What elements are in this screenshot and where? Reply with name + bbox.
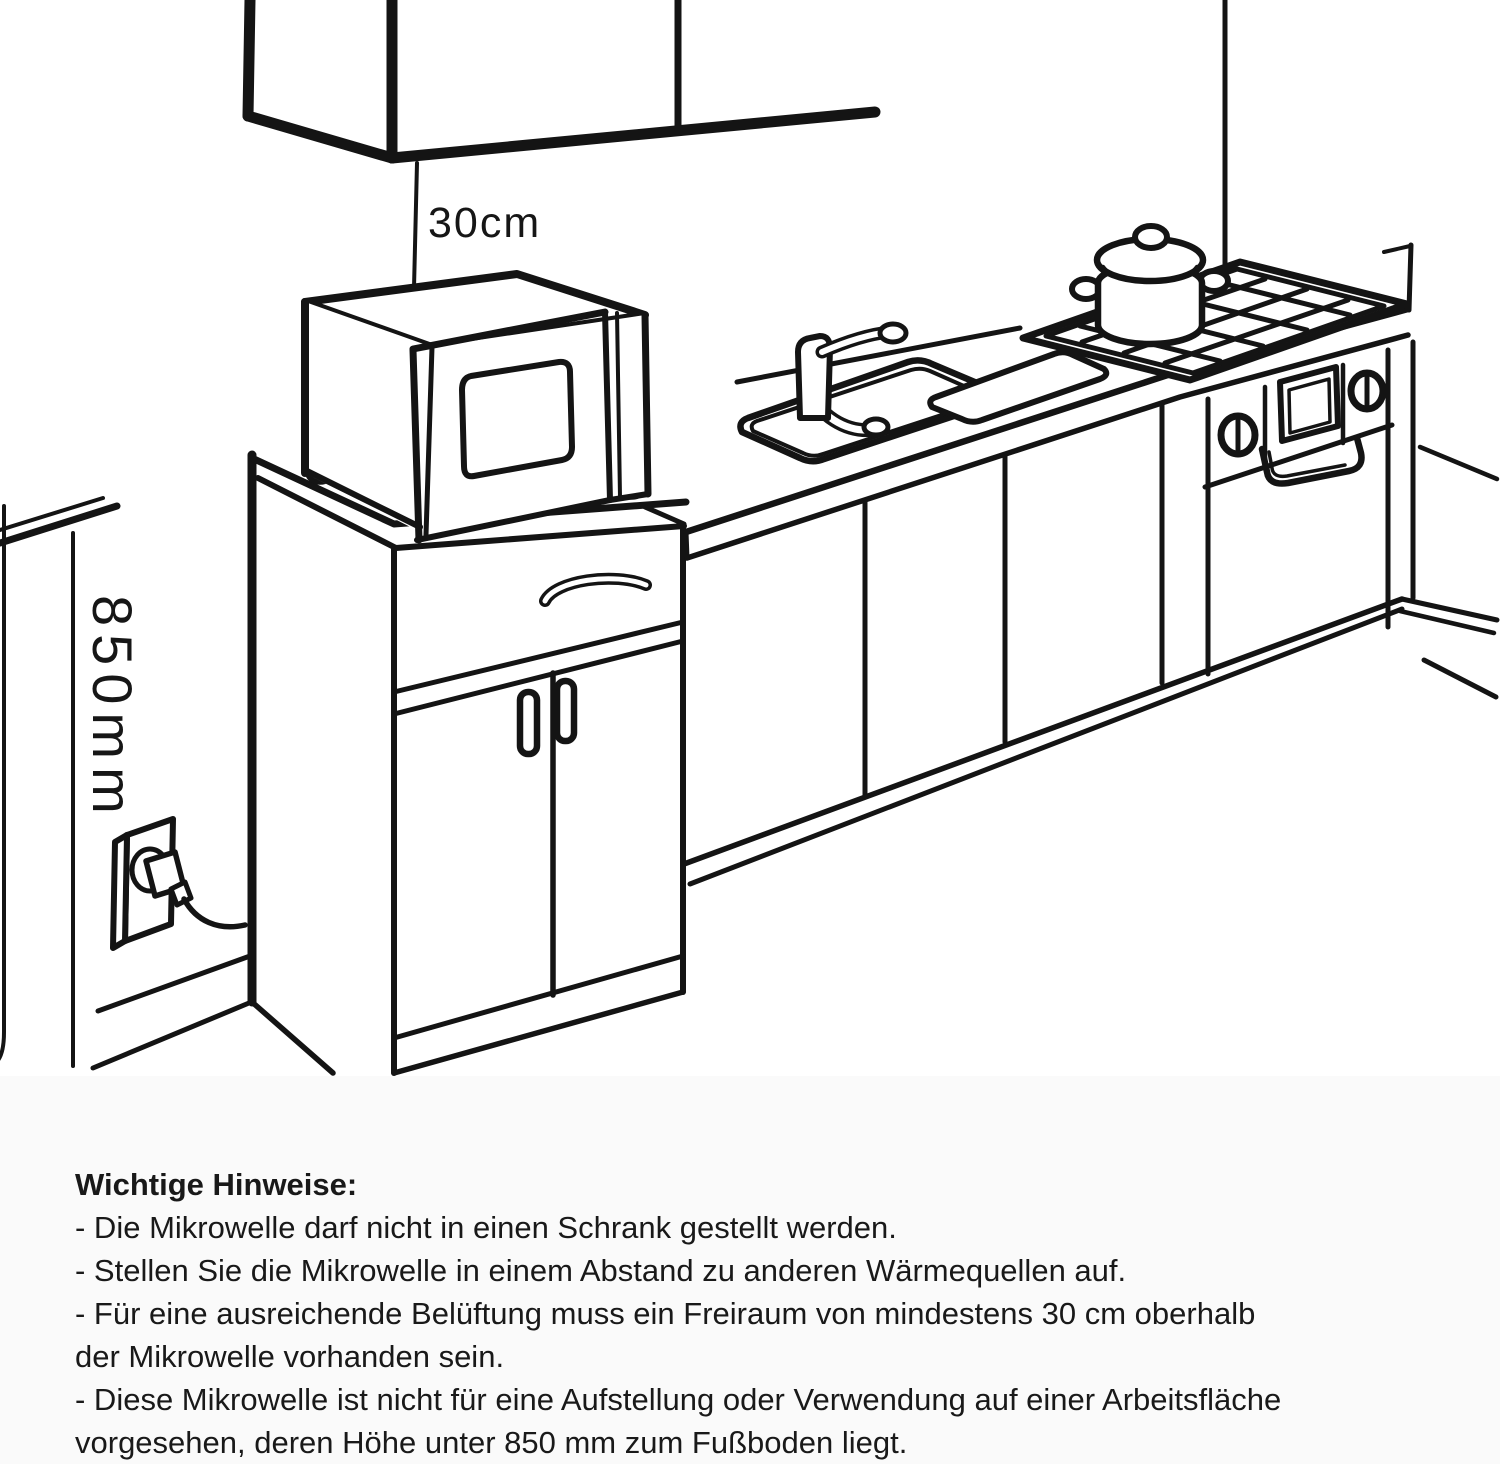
oven-window [1277,364,1341,444]
oven-handle [1258,434,1365,487]
right-door-handle [553,677,578,745]
countertop-left-end [683,529,690,561]
note-line: - Diese Mikrowelle ist nicht für eine Au… [75,1382,1282,1418]
notes-heading: Wichtige Hinweise: [75,1167,358,1202]
microwave-front-volume [426,315,648,535]
door-bottom-edge [414,497,613,543]
dimension-850mm-tick-thick [0,502,121,547]
pot-lid-knob [1132,223,1170,251]
plinth-top-edge [681,596,1405,867]
note-line: - Die Mikrowelle darf nicht in einen Sch… [75,1210,897,1246]
right-floor-edge-line [1421,657,1499,700]
base-cabinet [248,454,690,1076]
upper-cabinet-bottom-edge [386,106,881,164]
plinth-bottom-edge [687,606,1405,887]
drawer-handle-inner [542,576,649,604]
microwave-right-edge [641,311,652,498]
faucet-lever-tip [877,321,909,345]
dimension-30cm-line [412,161,419,290]
power-cord [181,896,248,930]
kitchen-line-drawing: 30cm 850mm [0,0,1500,1076]
doors-top-edge [391,638,686,717]
dimension-30cm-label: 30cm [428,199,541,247]
microwave-left-face [305,302,432,535]
cooking-pot [1069,223,1231,348]
drawer-bottom-edge [391,619,686,695]
floor-line-right-a [1399,596,1500,623]
pot-lid-rim [1100,264,1200,283]
upper-cabinets [242,0,881,164]
faucet-spout-tip [861,416,891,438]
countertop-right-corner-edge [1406,242,1414,313]
base-cabinet-bottom-edge [391,989,686,1076]
microwave-bottom-left-edge [302,467,423,530]
microwave-bottom-right-edge [607,491,651,503]
left-door-handle [516,688,541,758]
base-cabinet-top-edge [248,454,690,528]
left-wall-edge-line [0,504,6,1061]
burner-knob-icon [1347,369,1387,413]
door-top-edge [409,308,609,353]
control-strip-line [615,311,622,499]
control-unit [1202,362,1395,677]
dimension-850mm-tick-thin [0,496,105,532]
right-wall-floor-line [1417,444,1500,482]
lower-background-band [0,1076,1500,1464]
note-line: - Für eine ausreichende Belüftung muss e… [75,1296,1256,1332]
floor-seam-line [249,999,336,1076]
dimension-850mm-label: 850mm [81,595,144,822]
floor-line-right-b [1397,608,1497,636]
notes-block: Wichtige Hinweise: - Die Mikrowelle darf… [75,1163,1467,1464]
power-outlet [110,816,248,951]
counter-back-edge [734,325,1023,385]
note-line: vorgesehen, deren Höhe unter 850 mm zum … [75,1425,908,1461]
door-left-edge [409,346,423,544]
oven-handle-inner [1267,450,1347,479]
drainboard [927,349,1110,425]
sink-area [737,321,1110,465]
baseboard-floor-line [90,1000,252,1071]
microwave [301,270,652,544]
base-cabinet-slab-side-edge [642,504,687,527]
walls-and-floor [0,0,1500,1076]
door-window [459,358,575,480]
dimension-30cm: 30cm [412,161,541,290]
baseboard-top-line [95,953,253,1014]
counter-back-edge-right [1382,244,1412,254]
oven-window-inner [1287,377,1332,435]
dimension-850mm: 850mm [0,496,144,1068]
burner-knob-icon [1217,412,1259,458]
doors-bottom-edge [391,953,686,1041]
outlet-plate-side [110,832,130,951]
microwave-front-corner-edge [423,344,435,538]
control-panel-bottom-edge [1202,422,1395,490]
note-line: - Stellen Sie die Mikrowelle in einem Ab… [75,1253,1127,1289]
upper-cabinet-bottom-left-edge [242,110,398,164]
upper-cabinet-left-edge [242,0,256,122]
door-right-edge [602,309,613,503]
countertop-front-bottom-edge [684,332,1411,561]
note-line: der Mikrowelle vorhanden sein. [75,1339,505,1375]
